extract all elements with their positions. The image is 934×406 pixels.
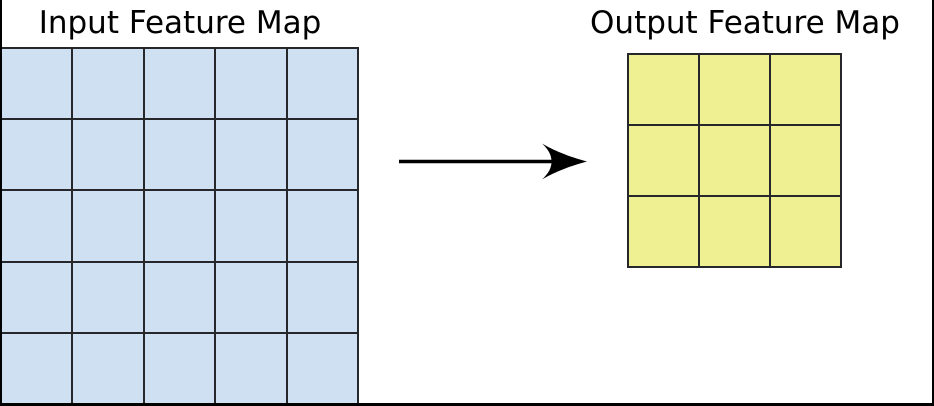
input-feature-cell xyxy=(73,333,143,403)
input-feature-cell xyxy=(144,49,215,119)
output-feature-map-title: Output Feature Map xyxy=(590,5,900,41)
input-feature-cell xyxy=(2,191,72,261)
input-feature-cell xyxy=(216,191,286,261)
output-feature-cell xyxy=(700,55,769,124)
input-feature-cell xyxy=(216,49,286,119)
input-feature-cell xyxy=(287,120,357,190)
right-arrow-icon xyxy=(399,143,587,180)
input-feature-cell xyxy=(216,262,286,332)
input-feature-cell xyxy=(73,49,143,119)
input-feature-cell xyxy=(287,49,357,119)
input-feature-cell xyxy=(2,262,72,332)
output-feature-cell xyxy=(629,197,698,266)
input-feature-cell xyxy=(2,120,72,190)
input-feature-cell xyxy=(2,333,72,403)
output-feature-cell xyxy=(771,55,840,124)
input-feature-cell xyxy=(73,191,143,261)
input-feature-cell xyxy=(73,262,143,332)
output-feature-cell xyxy=(771,197,840,266)
input-feature-cell xyxy=(144,333,215,403)
arrow-head xyxy=(542,143,587,180)
output-feature-cell xyxy=(629,55,698,124)
input-feature-cell xyxy=(2,49,72,119)
input-feature-cell xyxy=(287,262,357,332)
input-feature-map-grid xyxy=(2,47,359,403)
input-feature-cell xyxy=(144,120,215,190)
input-feature-cell xyxy=(216,333,286,403)
input-feature-cell xyxy=(73,120,143,190)
input-feature-cell xyxy=(287,333,357,403)
input-feature-map-title: Input Feature Map xyxy=(38,5,322,41)
input-feature-cell xyxy=(144,262,215,332)
output-feature-cell xyxy=(771,126,840,195)
output-feature-cell xyxy=(700,197,769,266)
output-feature-map-grid xyxy=(627,53,842,268)
output-feature-cell xyxy=(629,126,698,195)
input-feature-cell xyxy=(287,191,357,261)
input-feature-cell xyxy=(216,120,286,190)
output-feature-cell xyxy=(700,126,769,195)
input-feature-cell xyxy=(144,191,215,261)
